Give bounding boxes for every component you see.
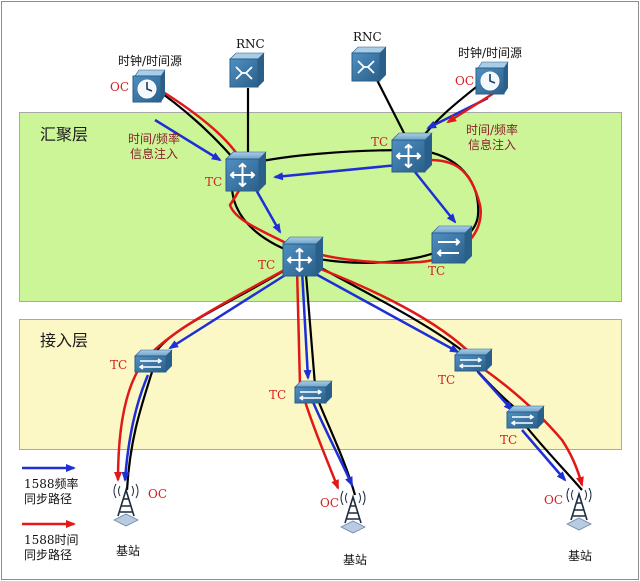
base-station-right [566, 487, 592, 531]
injection-note-right: 时间/频率 信息注入 [466, 123, 518, 153]
base-station-left [113, 483, 139, 527]
injection-note-right-line1: 时间/频率 [466, 123, 519, 137]
clock-source-left-label: 时钟/时间源 [118, 54, 183, 68]
injection-note-left-line2: 信息注入 [130, 147, 179, 161]
access-layer-title: 接入层 [40, 331, 89, 350]
aggregation-router-center [282, 236, 324, 277]
aggregation-switch-right [431, 225, 473, 264]
base-station-left-label: 基站 [116, 544, 141, 558]
rnc-device-left [229, 52, 265, 88]
base-station-right-label: 基站 [568, 549, 593, 563]
oc-label-bs-right: OC [544, 493, 564, 507]
legend-time-line1: 1588时间 [24, 533, 79, 547]
oc-label-bs-center: OC [320, 496, 340, 510]
oc-label-bs-left: OC [148, 487, 168, 501]
ring-links [231, 148, 480, 264]
rnc-left-label: RNC [236, 37, 265, 51]
clock-source-right [475, 61, 509, 95]
injection-note-left: 时间/频率 信息注入 [128, 132, 180, 162]
injection-note-left-line1: 时间/频率 [128, 132, 181, 146]
tc-label-agg-switch: TC [428, 264, 446, 278]
tc-label-access-center: TC [269, 388, 287, 402]
oc-label-clock-right: OC [455, 74, 475, 88]
access-switch-right-lower [506, 405, 545, 429]
clock-source-right-label: 时钟/时间源 [458, 46, 523, 60]
base-station-center-label: 基站 [343, 553, 368, 567]
legend-frequency-line2: 同步路径 [24, 492, 73, 506]
tc-label-access-right-lower: TC [500, 433, 518, 447]
clock-source-left [132, 69, 166, 103]
tc-label-access-left: TC [110, 358, 128, 372]
base-station-center [340, 490, 366, 534]
aggregation-router-right [391, 132, 433, 173]
access-switch-left [134, 349, 173, 373]
legend-frequency-line1: 1588频率 [24, 477, 79, 491]
oc-label-clock-left: OC [110, 80, 130, 94]
tc-label-agg-center: TC [258, 258, 276, 272]
rnc-device-right [351, 46, 387, 82]
access-switch-center [294, 380, 333, 404]
legend-frequency-text: 1588频率 同步路径 [24, 477, 79, 507]
aggregation-layer-title: 汇聚层 [40, 125, 89, 144]
tc-label-agg-right: TC [371, 135, 389, 149]
legend-time-line2: 同步路径 [24, 548, 73, 562]
frequency-paths [121, 96, 567, 487]
legend-time-text: 1588时间 同步路径 [24, 533, 79, 563]
rnc-right-label: RNC [353, 30, 382, 44]
tc-label-access-right-upper: TC [438, 373, 456, 387]
access-switch-right-upper [454, 348, 493, 372]
aggregation-router-left [225, 151, 267, 192]
tc-label-agg-left: TC [205, 175, 223, 189]
injection-note-right-line2: 信息注入 [468, 138, 517, 152]
